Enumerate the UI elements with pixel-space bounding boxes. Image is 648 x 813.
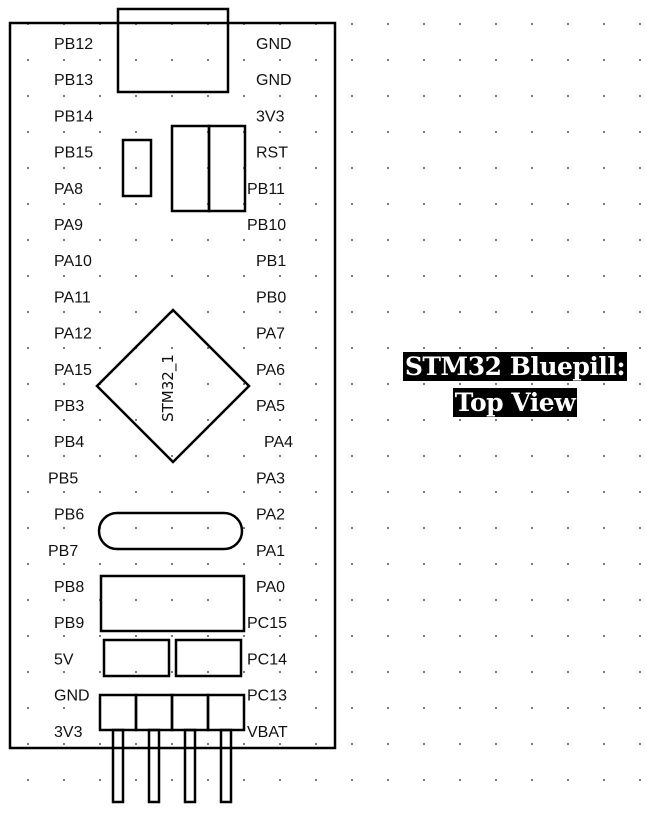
pin-label-right: PA7 <box>256 326 285 343</box>
pin-label-left: PB4 <box>54 434 84 451</box>
boot-jumper-0 <box>170 124 211 213</box>
pin-label-left: PB3 <box>54 398 84 415</box>
pin-label-left: PA11 <box>54 289 91 306</box>
pin-label-left: GND <box>54 688 90 705</box>
small-component-left <box>102 638 171 678</box>
pin-label-right: 3V3 <box>256 108 285 125</box>
small-component-right <box>174 638 243 678</box>
swd-lead-4 <box>219 728 233 804</box>
mcu-chip <box>95 308 251 464</box>
pin-label-left: PB13 <box>54 72 93 89</box>
pin-label-right: GND <box>256 72 292 89</box>
pin-label-right: PC15 <box>247 615 287 632</box>
pin-label-right: VBAT <box>247 724 288 741</box>
pin-label-left: PA10 <box>54 253 92 270</box>
pin-label-left: PB7 <box>48 543 78 560</box>
usb-connector <box>116 7 230 94</box>
chip-label: STM32_1 <box>159 354 178 422</box>
led-component <box>121 138 153 198</box>
pin-label-left: 3V3 <box>54 724 83 741</box>
diagram-title: STM32 Bluepill: Top View <box>396 349 634 421</box>
pin-label-right: RST <box>256 145 288 162</box>
pin-label-right: PC13 <box>247 688 287 705</box>
swd-lead-2 <box>147 728 161 804</box>
pin-label-left: PA9 <box>54 217 83 234</box>
pin-label-left: PB6 <box>54 507 84 524</box>
pin-label-right: PB11 <box>247 181 285 198</box>
title-line-2: Top View <box>452 388 578 417</box>
boot-jumper-1 <box>207 124 247 213</box>
pin-label-left: PA12 <box>54 326 92 343</box>
pin-label-right: PB1 <box>256 253 286 270</box>
pin-label-left: 5V <box>54 651 74 668</box>
swd-lead-3 <box>183 728 197 804</box>
pin-label-right: PA0 <box>256 579 285 596</box>
pin-label-right: PC14 <box>247 651 287 668</box>
pin-label-right: GND <box>256 36 292 53</box>
swd-header-pin-4 <box>206 693 246 732</box>
pin-label-left: PB8 <box>54 579 84 596</box>
pin-label-right: PA6 <box>256 362 285 379</box>
pin-label-right: PA5 <box>256 398 285 415</box>
pin-label-left: PA15 <box>54 362 92 379</box>
swd-header-pin-3 <box>170 693 210 732</box>
title-line-1: STM32 Bluepill: <box>402 352 628 381</box>
pin-label-left: PB15 <box>54 145 93 162</box>
pin-label-right: PB0 <box>256 289 286 306</box>
swd-header-pin-1 <box>98 693 138 732</box>
pin-label-left: PA8 <box>54 181 83 198</box>
pin-label-left: PB9 <box>54 615 84 632</box>
pin-label-left: PB12 <box>54 36 93 53</box>
pin-label-right: PA1 <box>256 543 285 560</box>
pin-label-right: PA2 <box>256 507 285 524</box>
pin-label-left: PB14 <box>54 108 93 125</box>
swd-header-pin-2 <box>134 693 174 732</box>
pin-label-right: PA4 <box>264 434 293 451</box>
swd-lead-1 <box>111 728 125 804</box>
reset-button-block <box>99 574 246 633</box>
pin-label-right: PA3 <box>256 470 285 487</box>
board-outline <box>8 21 337 750</box>
crystal-oscillator <box>97 511 244 551</box>
pin-label-right: PB10 <box>247 217 286 234</box>
pin-label-left: PB5 <box>48 470 78 487</box>
